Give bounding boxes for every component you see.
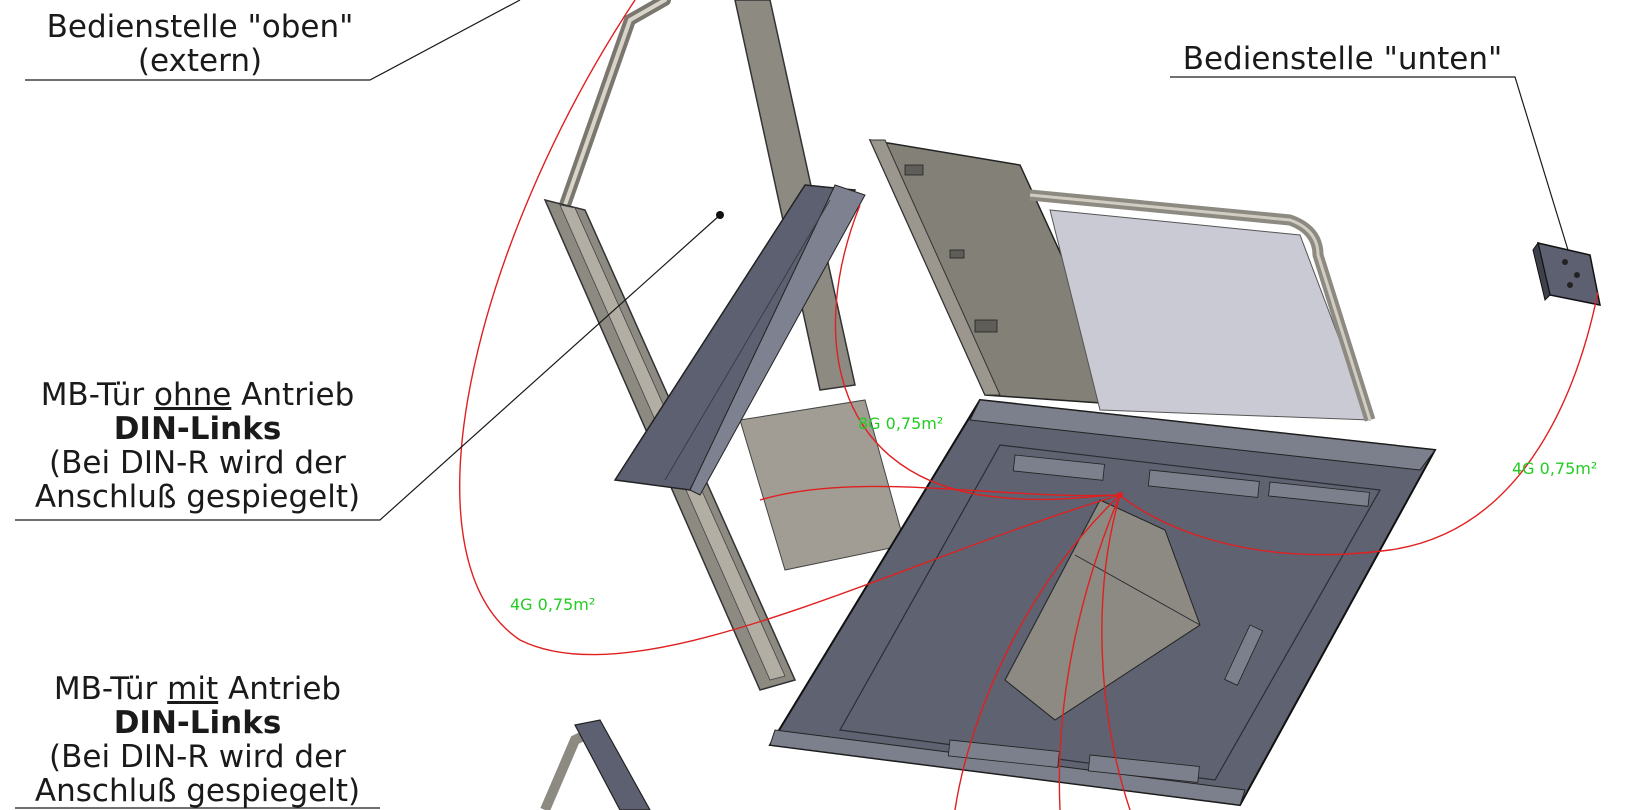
label-oben-line1: Bedienstelle "oben"	[46, 9, 354, 45]
cable-cross	[759, 485, 1121, 501]
door-with-line1: MB-Tür mit Antrieb	[15, 672, 380, 706]
cables	[459, 0, 1599, 810]
cable-oben-loop	[459, 0, 1121, 656]
control-housing-bar	[613, 184, 866, 496]
door-without-line4: Anschluß gespiegelt)	[34, 479, 361, 515]
cable-label-4g-left: 4G 0,75m²	[510, 595, 596, 614]
door-without-din: DIN-Links	[113, 411, 282, 447]
door-without-pre: MB-Tür	[40, 377, 154, 413]
motor-housing-box	[868, 139, 1132, 406]
label-unten-line1: Bedienstelle "unten"	[1182, 41, 1503, 77]
leader-lines	[15, 0, 1569, 809]
door-without-line1: MB-Tür ohne Antrieb	[15, 378, 380, 412]
door-without-line3: (Bei DIN-R wird der	[49, 445, 346, 481]
label-door-with-drive: MB-Tür mit Antrieb DIN-Links (Bei DIN-R …	[15, 672, 380, 808]
door-with-post: Antrieb	[218, 671, 342, 707]
door-without-post: Antrieb	[231, 377, 355, 413]
door-with-line4: Anschluß gespiegelt)	[34, 773, 361, 809]
door-with-pre: MB-Tür	[53, 671, 168, 707]
cable-label-8g: 8G 0,75m²	[858, 414, 944, 433]
leader-door-without	[15, 214, 721, 521]
door-without-underlined: ohne	[153, 377, 232, 413]
leader-dot	[716, 211, 724, 219]
device-button-3	[1567, 282, 1573, 288]
label-bedienstelle-oben: Bedienstelle "oben" (extern)	[30, 10, 370, 78]
door-with-din: DIN-Links	[113, 705, 282, 741]
cable-unten	[1119, 291, 1599, 556]
leader-oben	[25, 0, 521, 81]
cable-down-1	[954, 494, 1121, 810]
control-panel-unten-device	[1532, 241, 1601, 306]
door-with-line3: (Bei DIN-R wird der	[49, 739, 346, 775]
label-door-without-drive: MB-Tür ohne Antrieb DIN-Links (Bei DIN-R…	[15, 378, 380, 514]
label-oben-line2: (extern)	[137, 43, 263, 79]
label-bedienstelle-unten: Bedienstelle "unten"	[1170, 42, 1515, 76]
device-button-1	[1562, 259, 1568, 265]
cable-down-2	[1058, 494, 1121, 810]
device-button-2	[1574, 272, 1580, 278]
cable-8g-loop	[834, 204, 1121, 501]
cable-label-4g-right: 4G 0,75m²	[1512, 459, 1598, 478]
glass-frame-right	[1029, 189, 1376, 422]
cable-junction	[1117, 492, 1123, 498]
leader-unten	[1170, 76, 1569, 251]
door-with-underlined: mit	[167, 671, 219, 707]
frame-tube-highlight	[563, 0, 667, 207]
lower-door-partial	[540, 719, 651, 810]
cable-down-3	[1101, 494, 1131, 810]
